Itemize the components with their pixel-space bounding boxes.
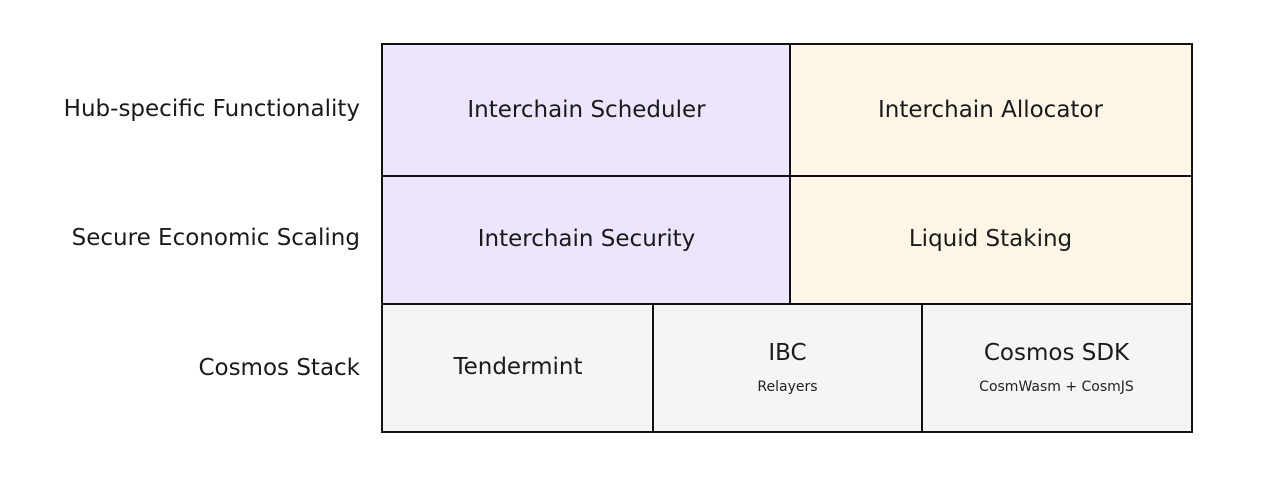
row-divider — [383, 303, 1191, 305]
column-divider — [652, 304, 654, 431]
cell-label: Interchain Scheduler — [467, 96, 706, 123]
stack-grid: Interchain Scheduler Interchain Allocato… — [381, 43, 1193, 433]
column-divider — [789, 45, 791, 304]
cell-interchain-security: Interchain Security — [383, 176, 790, 304]
row-label-hub-specific-functionality: Hub-specific Functionality — [63, 96, 360, 122]
row-label-cosmos-stack: Cosmos Stack — [198, 355, 360, 381]
cell-label: Interchain Allocator — [878, 96, 1103, 123]
cell-sublabel: Relayers — [757, 379, 818, 396]
cell-label: Tendermint — [453, 353, 583, 380]
cell-cosmos-sdk: Cosmos SDK CosmWasm + CosmJS — [922, 304, 1191, 431]
row-divider — [383, 175, 1191, 177]
row-label-secure-economic-scaling: Secure Economic Scaling — [71, 225, 360, 251]
cell-label: Interchain Security — [477, 226, 696, 253]
cell-ibc: IBC Relayers — [653, 304, 922, 431]
cell-label: Cosmos SDK — [983, 339, 1130, 366]
cell-interchain-scheduler: Interchain Scheduler — [383, 45, 790, 176]
column-divider — [921, 304, 923, 431]
cell-label: Liquid Staking — [908, 226, 1073, 253]
cell-label: IBC — [768, 339, 807, 366]
cell-tendermint: Tendermint — [383, 304, 653, 431]
cell-liquid-staking: Liquid Staking — [790, 176, 1191, 304]
cell-interchain-allocator: Interchain Allocator — [790, 45, 1191, 176]
cell-sublabel: CosmWasm + CosmJS — [979, 379, 1134, 396]
